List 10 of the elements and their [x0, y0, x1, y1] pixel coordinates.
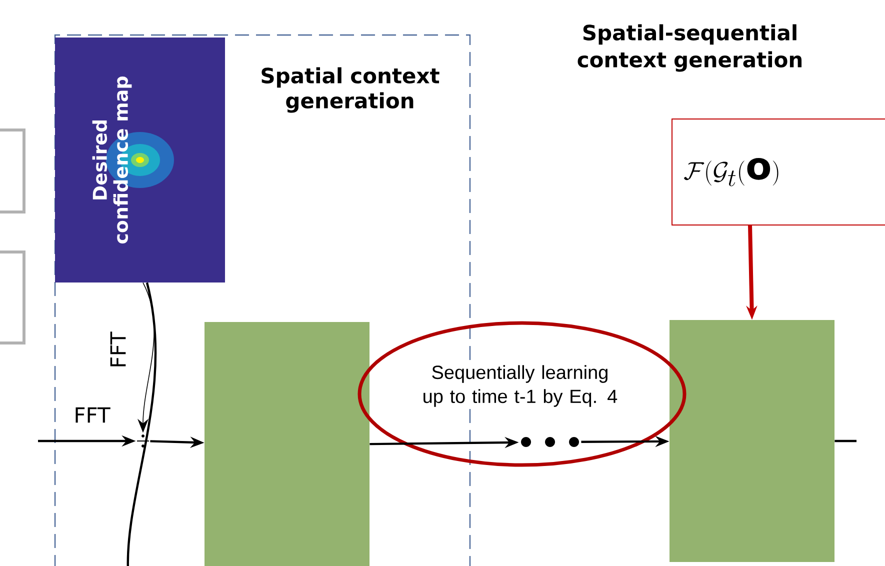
feature-block	[670, 320, 834, 562]
formula-box: $\mathcal{F}(\mathcal{G}_t(\mathbf{o})$	[672, 118, 885, 226]
feature-block	[204, 322, 370, 566]
edge-label: FFT	[110, 332, 126, 366]
section-heading: Spatial-sequential context generation	[578, 24, 802, 72]
product-symbol	[136, 434, 150, 448]
edge-label: FFT	[76, 407, 110, 423]
confidence-map: Desired confidence map	[55, 38, 225, 282]
ellipsis-dots	[521, 437, 579, 447]
region-heading: Spatial context generation	[262, 67, 440, 113]
